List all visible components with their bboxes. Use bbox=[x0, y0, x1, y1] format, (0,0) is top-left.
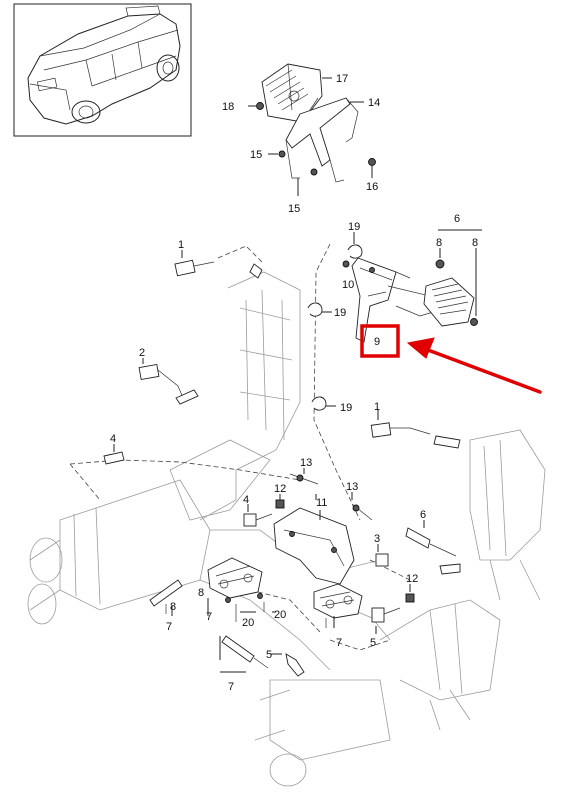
sensor-6-right bbox=[405, 520, 461, 575]
callout-8-left: 8 bbox=[436, 237, 442, 249]
control-unit bbox=[261, 63, 323, 123]
clips-19 bbox=[307, 232, 363, 411]
callout-16: 16 bbox=[366, 181, 378, 193]
callout-8-right: 8 bbox=[472, 237, 478, 249]
callout-11: 11 bbox=[316, 497, 327, 509]
callout-9: 9 bbox=[374, 336, 380, 348]
callout-8-lower-left: 8 bbox=[170, 601, 176, 613]
callout-7-lower-left: 7 bbox=[166, 621, 172, 633]
callout-19-top: 19 bbox=[348, 221, 360, 233]
callout-5-lower: 5 bbox=[266, 649, 272, 661]
callout-13-left: 13 bbox=[300, 457, 312, 469]
sensor-3 bbox=[375, 544, 389, 567]
callout-17: 17 bbox=[336, 73, 348, 85]
callout-6-top: 6 bbox=[454, 213, 460, 225]
callout-7-right-unit: 7 bbox=[336, 637, 342, 649]
sensor-4-mid bbox=[243, 504, 273, 527]
sensor-1-upper bbox=[174, 250, 263, 279]
sensor-5-right bbox=[371, 607, 401, 634]
callout-5-right: 5 bbox=[370, 637, 376, 649]
callout-19-low: 19 bbox=[340, 402, 352, 414]
sensor-2 bbox=[138, 358, 199, 405]
callout-7-bottom: 7 bbox=[228, 681, 234, 693]
suv-illustration bbox=[27, 5, 181, 125]
callout-19-mid: 19 bbox=[334, 307, 346, 319]
heater-unit-left bbox=[207, 557, 265, 622]
callout-12-lower: 12 bbox=[406, 573, 418, 585]
callout-1-right: 1 bbox=[374, 401, 380, 413]
parts-13 bbox=[289, 468, 373, 521]
callout-7-unit: 7 bbox=[206, 611, 212, 623]
sensor-5-lower bbox=[270, 653, 305, 677]
sensor-1-right bbox=[370, 410, 461, 449]
heater-unit-right bbox=[313, 583, 363, 628]
control-unit-assembly bbox=[248, 63, 376, 196]
screw-16 bbox=[368, 158, 376, 166]
highlight-arrow-shaft bbox=[426, 348, 542, 394]
callout-6-right: 6 bbox=[420, 509, 426, 521]
callout-3: 3 bbox=[374, 533, 380, 545]
nut-15b bbox=[310, 168, 318, 176]
callout-18: 18 bbox=[222, 101, 234, 113]
callout-4-mid: 4 bbox=[243, 494, 249, 506]
vehicle-inset bbox=[13, 3, 192, 137]
highlight-part-9 bbox=[360, 324, 542, 394]
callout-12-upper: 12 bbox=[274, 483, 286, 495]
nut-15a bbox=[278, 150, 286, 158]
callout-2: 2 bbox=[139, 347, 145, 359]
mounting-bracket bbox=[285, 97, 359, 183]
callout-13-right: 13 bbox=[346, 481, 358, 493]
callout-10: 10 bbox=[342, 279, 354, 291]
callout-labels: 17 18 14 15 15 16 1 2 4 1 19 19 19 10 6 … bbox=[110, 73, 478, 693]
glow-sensor-left bbox=[149, 579, 183, 614]
parts-12 bbox=[275, 494, 415, 603]
group-lines bbox=[171, 598, 335, 628]
callout-8-unit: 8 bbox=[198, 587, 204, 599]
highlight-box bbox=[360, 324, 400, 358]
callout-14: 14 bbox=[368, 97, 380, 109]
callout-20-left: 20 bbox=[242, 617, 254, 629]
callout-20-right: 20 bbox=[274, 609, 286, 621]
glow-sensor-lower bbox=[219, 635, 269, 673]
callout-15-upper: 15 bbox=[250, 149, 262, 161]
callout-4-left: 4 bbox=[110, 433, 116, 445]
highlight-arrow-head bbox=[406, 337, 435, 359]
module-6 bbox=[423, 229, 482, 327]
nut-18 bbox=[256, 102, 264, 110]
bracket-11 bbox=[273, 494, 355, 585]
callout-15-lower: 15 bbox=[288, 203, 300, 215]
reference-lines bbox=[69, 243, 411, 651]
sensor-4-left bbox=[103, 444, 125, 465]
callout-1-upper: 1 bbox=[178, 239, 184, 251]
